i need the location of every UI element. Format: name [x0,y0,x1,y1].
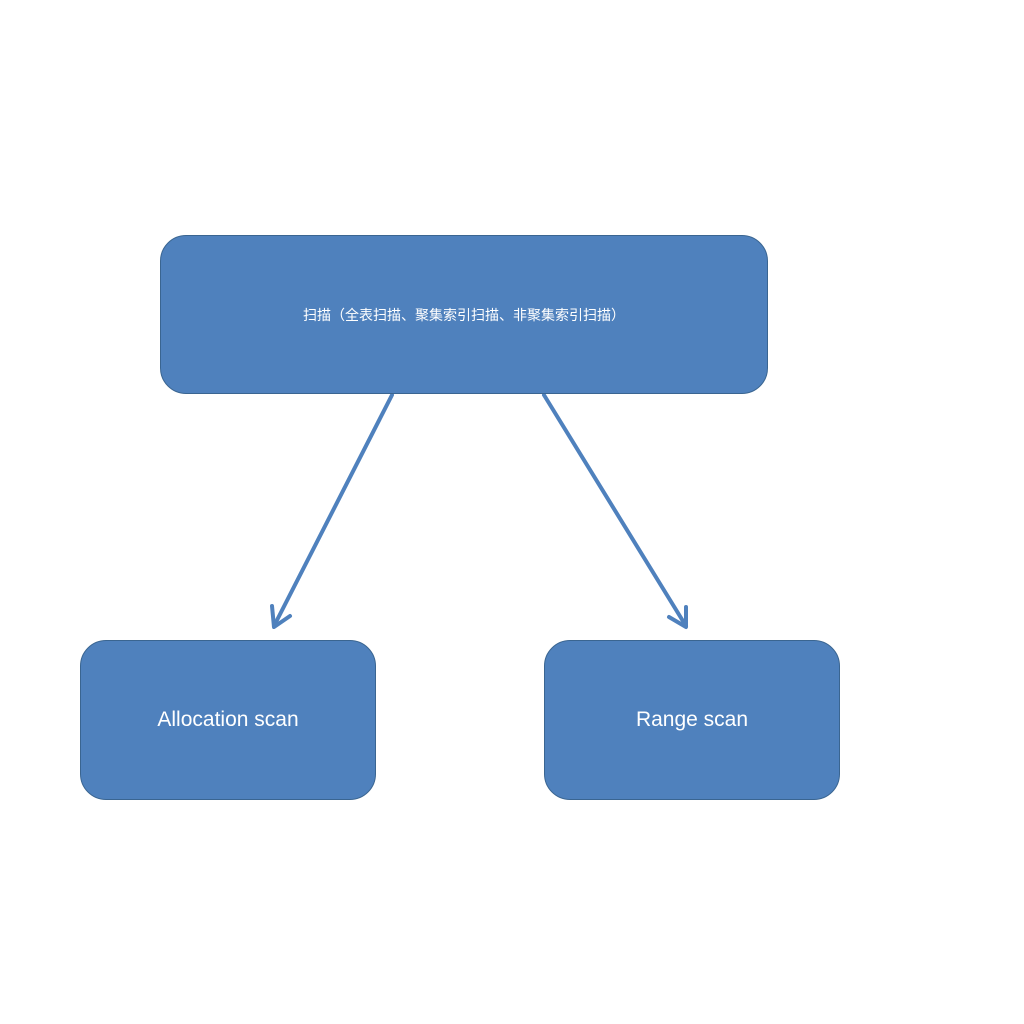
arrow-to-allocation-scan [270,393,394,629]
allocation-scan-node: Allocation scan [80,640,376,800]
allocation-scan-label: Allocation scan [157,708,299,731]
arrow-line-right [542,393,688,628]
arrowhead-right [667,605,688,629]
scan-root-node: 扫描（全表扫描、聚集索引扫描、非聚集索引扫描） [160,235,768,394]
range-scan-node: Range scan [544,640,840,800]
arrow-to-range-scan [542,393,688,629]
arrowhead-left [270,604,292,629]
range-scan-label: Range scan [635,708,749,731]
arrow-line-left [272,393,394,628]
scan-root-label: 扫描（全表扫描、聚集索引扫描、非聚集索引扫描） [303,307,625,324]
